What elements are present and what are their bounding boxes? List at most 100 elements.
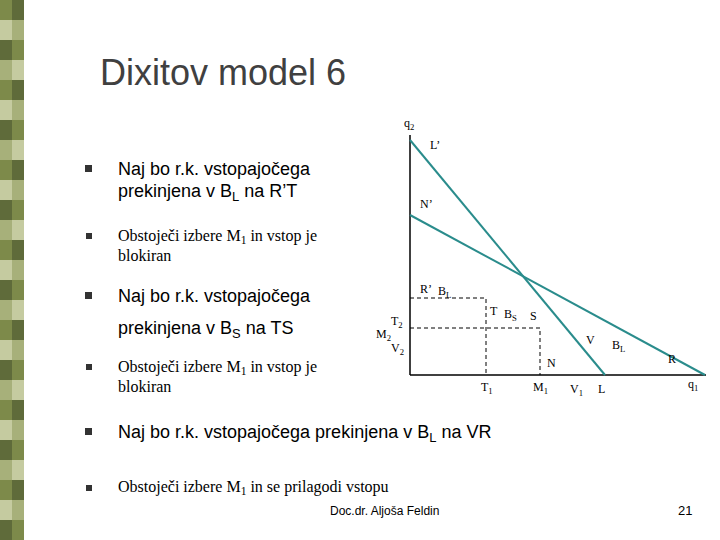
point-label: M2	[376, 327, 391, 341]
strip-cell	[0, 420, 12, 440]
point-label: BL	[612, 338, 625, 352]
subscript: S	[512, 313, 517, 323]
subscript: 1	[488, 386, 492, 396]
axes	[410, 135, 706, 375]
strip-cell	[0, 260, 12, 280]
strip-cell	[0, 160, 12, 180]
point-label: R	[668, 352, 676, 366]
strip-cell	[0, 200, 12, 220]
axis-label: q2	[404, 116, 414, 130]
slide-title: Dixitov model 6	[100, 52, 346, 94]
text-run: T	[391, 314, 398, 328]
strip-cell	[12, 100, 24, 120]
point-label: V1	[570, 382, 583, 396]
bullet-text: Obstoječi izbere M1 in vstop je blokiran	[118, 226, 373, 266]
text-run: na TS	[241, 318, 294, 338]
subscript: 2	[400, 347, 404, 357]
strip-cell	[12, 140, 24, 160]
text-run: N’	[420, 197, 433, 211]
subscript: 1	[544, 386, 548, 396]
text-run: N	[547, 356, 556, 370]
bullet-text: Naj bo r.k. vstopajočega prekinjena v BL…	[118, 421, 508, 443]
strip-cell	[12, 0, 24, 20]
strip-cell	[0, 280, 12, 300]
subscript: S	[232, 326, 241, 341]
text-run: V	[391, 341, 400, 355]
point-label: V	[586, 333, 595, 347]
strip-cell	[12, 180, 24, 200]
point-label: BL	[438, 284, 451, 298]
text-run: in se prilagodi vstopu	[246, 478, 388, 495]
text-run: T	[490, 304, 497, 318]
point-label: L	[598, 382, 605, 396]
subscript: 1	[694, 383, 698, 393]
strip-cell	[12, 240, 24, 260]
bullet-markers	[85, 165, 92, 491]
strip-cell	[12, 420, 24, 440]
strip-cell	[12, 320, 24, 340]
strip-cell	[0, 320, 12, 340]
strip-cell	[12, 120, 24, 140]
strip-cell	[12, 220, 24, 240]
text-run: R’	[420, 282, 432, 296]
strip-cell	[0, 20, 12, 40]
bullet-text: Obstoječi izbere M1 in vstop je blokiran	[118, 357, 373, 397]
subscript: 1	[241, 234, 247, 246]
point-label: V2	[391, 341, 404, 355]
subscript: L	[429, 430, 436, 445]
footer-author: Doc.dr. Aljoša Feldin	[330, 504, 439, 518]
subscript: 2	[410, 122, 414, 132]
strip-cell	[0, 40, 12, 60]
page-number: 21	[678, 503, 692, 519]
subscript: L	[232, 189, 239, 204]
strip-cell	[0, 80, 12, 100]
strip-cell	[12, 380, 24, 400]
subscript: 2	[387, 333, 391, 343]
strip-cell	[12, 60, 24, 80]
text-run: 21	[678, 503, 692, 518]
strip-cell	[0, 400, 12, 420]
subscript: L	[446, 290, 451, 300]
strip-cell	[12, 440, 24, 460]
text-run: na VR	[436, 422, 491, 442]
text-run: L	[598, 382, 605, 396]
point-label: BS	[504, 307, 517, 321]
text-run: q	[404, 116, 410, 130]
point-label: M1	[533, 380, 548, 394]
text-run: Doc.dr. Aljoša Feldin	[330, 504, 439, 518]
point-label: T1	[481, 380, 493, 394]
text-run: V	[570, 382, 579, 396]
text-run: q	[688, 377, 694, 391]
text-run: M	[533, 380, 544, 394]
text-run: B	[438, 284, 446, 298]
guide-lines	[410, 298, 540, 375]
point-label: T	[490, 304, 497, 318]
point-label: N’	[420, 197, 433, 211]
strip-cell	[12, 460, 24, 480]
bullet-text: Naj bo r.k. vstopajočega prekinjena v BS…	[118, 280, 373, 344]
text-run: B	[504, 307, 512, 321]
point-label: R’	[420, 282, 432, 296]
strip-cell	[12, 200, 24, 220]
text-run: R	[668, 352, 676, 366]
strip-cell	[12, 360, 24, 380]
strip-cell	[12, 300, 24, 320]
strip-cell	[0, 300, 12, 320]
decor-strip	[0, 0, 24, 540]
strip-cell	[12, 40, 24, 60]
strip-cell	[0, 500, 12, 520]
strip-cell	[12, 280, 24, 300]
point-label: N	[547, 356, 556, 370]
strip-cell	[12, 400, 24, 420]
bullet-text: Naj bo r.k. vstopajočega prekinjena v BL…	[118, 158, 373, 202]
strip-cell	[0, 120, 12, 140]
strip-cell	[0, 460, 12, 480]
strip-cell	[12, 340, 24, 360]
bullet-text: Obstoječi izbere M1 in se prilagodi vsto…	[118, 477, 558, 496]
reaction-curves	[410, 140, 705, 375]
strip-cell	[0, 140, 12, 160]
text-run: B	[612, 338, 620, 352]
strip-cell	[0, 360, 12, 380]
point-label: S	[530, 309, 537, 323]
